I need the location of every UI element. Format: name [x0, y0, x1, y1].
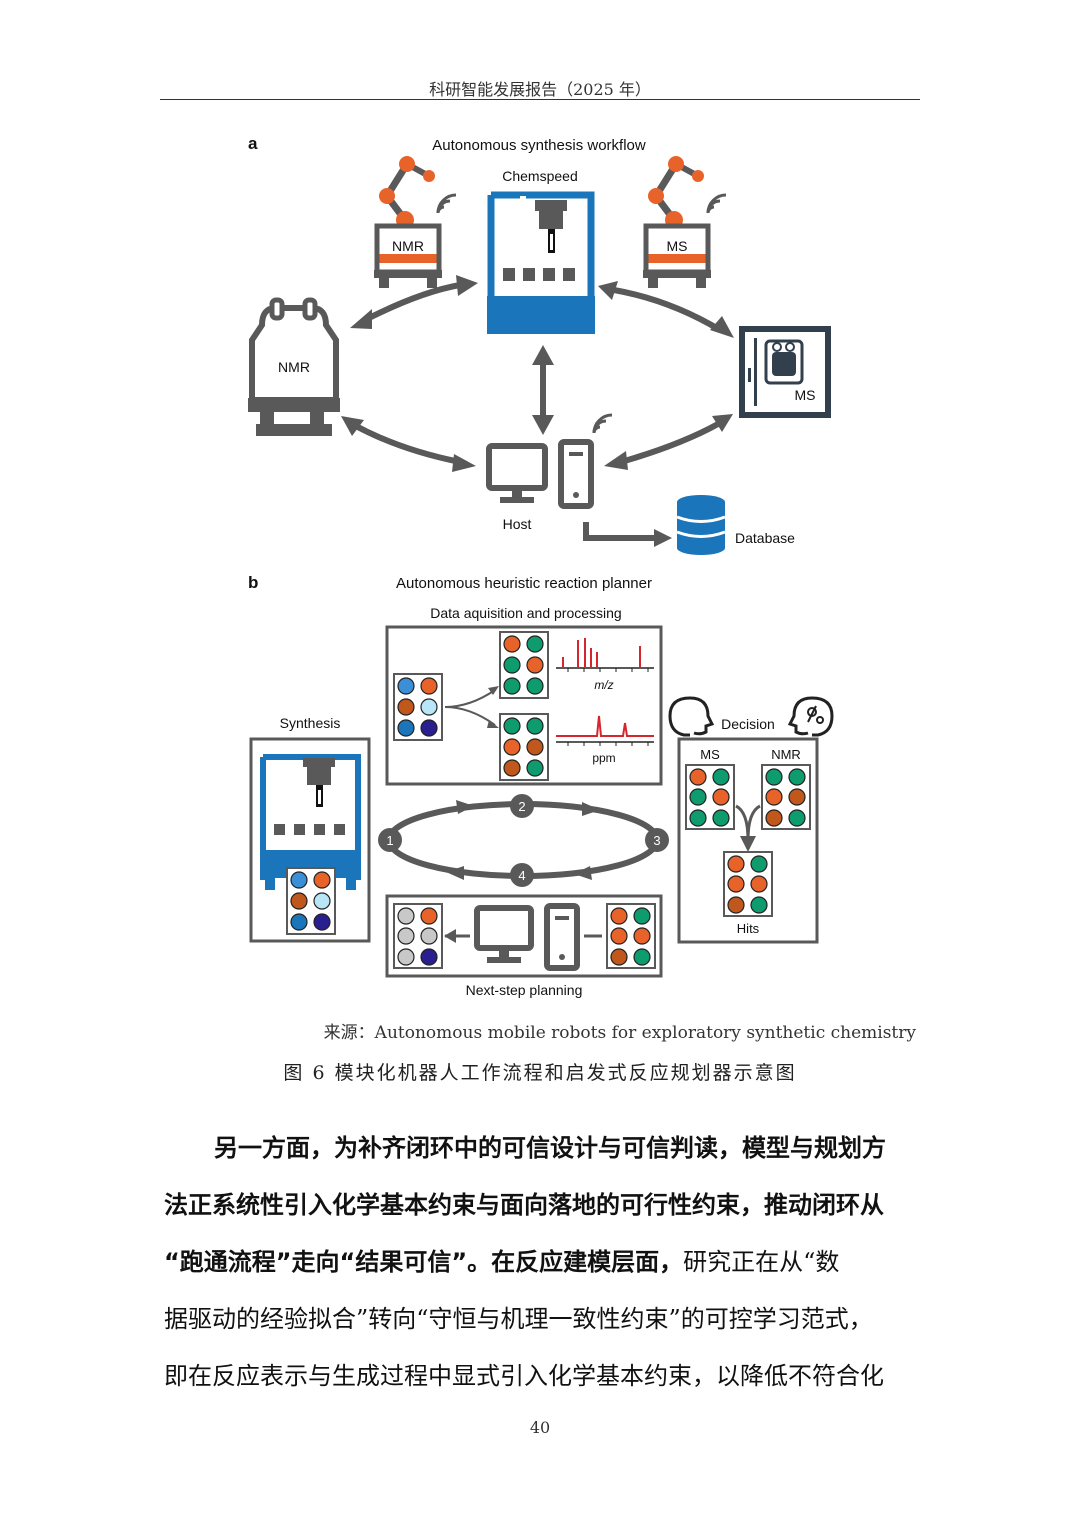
step-4: 4 [518, 868, 525, 883]
nmr-plate [499, 713, 549, 781]
source-plate [393, 673, 443, 741]
nmr-instrument-label: NMR [278, 359, 310, 375]
body-line-2: 法正系统性引入化学基本约束与面向落地的可行性约束，推动闭环从 [164, 1185, 916, 1220]
step-2: 2 [518, 799, 525, 814]
body-line-5: 即在反应表示与生成过程中显式引入化学基本约束，以降低不符合化 [164, 1362, 884, 1390]
data-acquisition-title: Data aquisition and processing [430, 605, 621, 621]
ppm-axis-label: ppm [592, 751, 615, 765]
database-icon [676, 495, 726, 555]
body-line-3-bold: “跑通流程”走向“结果可信”。在反应建模层面， [164, 1248, 684, 1276]
body-line-4: 据驱动的经验拟合”转向“守恒与机理一致性约束”的可控学习范式， [164, 1305, 873, 1333]
hits-label: Hits [737, 921, 760, 936]
synthesis-robot [260, 754, 361, 890]
header-rule [160, 99, 920, 100]
next-step-label: Next-step planning [466, 982, 583, 998]
step-3: 3 [653, 833, 660, 848]
decision-nmr-label: NMR [771, 747, 801, 762]
brain-head-icon [787, 696, 834, 737]
body-line-3-rest: 研究正在从“数 [683, 1248, 840, 1276]
synthesis-plate [286, 867, 336, 935]
database-label: Database [735, 530, 795, 546]
nmr-spectrum [556, 715, 654, 746]
panel-a-title: Autonomous synthesis workflow [432, 137, 646, 154]
page-number: 40 [529, 1418, 551, 1437]
panel-b-title: Autonomous heuristic reaction planner [396, 575, 652, 592]
nmr-robot-label: NMR [392, 238, 424, 254]
decision-ms-label: MS [700, 747, 720, 762]
panel-b-letter: b [248, 573, 258, 592]
planning-cycle [378, 794, 669, 887]
workflow-arrowheads [341, 275, 734, 547]
workflow-arrows [352, 282, 722, 541]
decision-ms-plate [685, 764, 735, 830]
hits-plate [723, 851, 773, 917]
figure-source: 来源：Autonomous mobile robots for explorat… [323, 1023, 916, 1043]
ms-plate [499, 631, 549, 699]
figure-caption: 图 6 模块化机器人工作流程和启发式反应规划器示意图 [283, 1062, 797, 1084]
decision-nmr-plate [761, 764, 811, 830]
nmr-instrument-icon [248, 297, 340, 436]
nmr-mobile-robot [374, 156, 442, 288]
body-line-1: 另一方面，为补齐闭环中的可信设计与可信判读，模型与规划方 [164, 1128, 966, 1163]
body-line-1-text: 另一方面，为补齐闭环中的可信设计与可信判读，模型与规划方 [214, 1134, 886, 1162]
planner-computer-icon [474, 903, 580, 971]
ms-spectrum [556, 638, 654, 672]
head-icon [668, 696, 715, 737]
running-header: 科研智能发展报告（2025 年） [429, 80, 651, 99]
host-label: Host [503, 516, 532, 532]
host-computer-icon [486, 439, 594, 509]
mz-axis-label: m/z [594, 678, 613, 692]
body-line-2-text: 法正系统性引入化学基本约束与面向落地的可行性约束，推动闭环从 [164, 1191, 884, 1219]
ms-robot-label: MS [667, 238, 688, 254]
decision-label: Decision [721, 716, 775, 732]
results-plate [606, 903, 656, 969]
panel-a-letter: a [248, 134, 258, 153]
chemspeed-label: Chemspeed [502, 168, 578, 184]
planned-plate [393, 903, 443, 969]
chemspeed-unit [487, 191, 595, 334]
ms-instrument-icon [739, 326, 831, 418]
ms-instrument-label: MS [795, 387, 816, 403]
synthesis-label: Synthesis [280, 715, 341, 731]
step-1: 1 [386, 833, 393, 848]
ms-mobile-robot [643, 156, 711, 288]
body-line-3: “跑通流程”走向“结果可信”。在反应建模层面，研究正在从“数 [164, 1242, 916, 1277]
